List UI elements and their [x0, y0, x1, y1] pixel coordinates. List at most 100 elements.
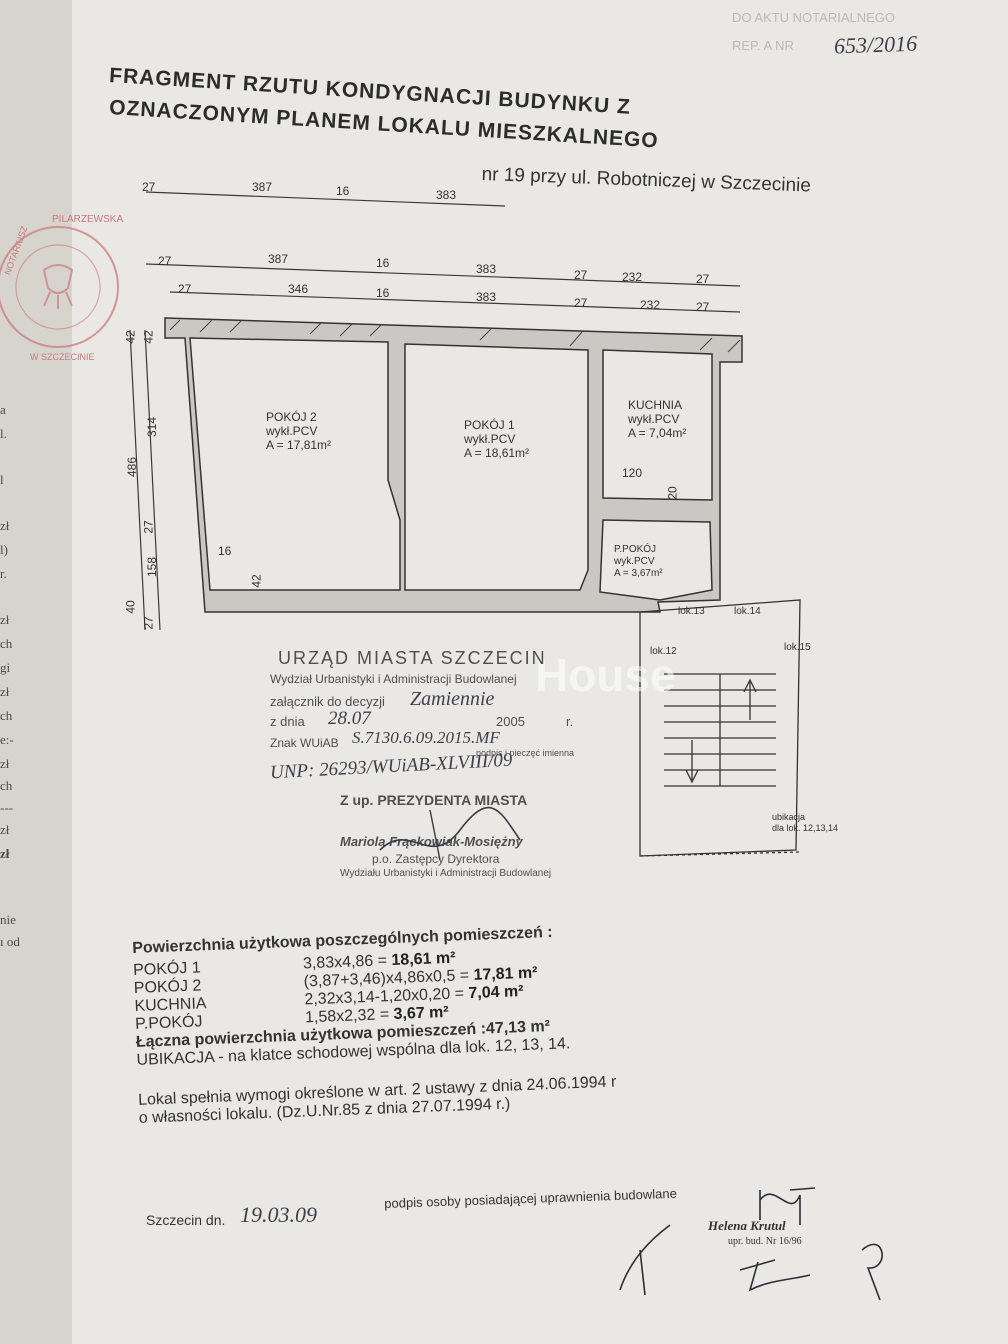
- wall-hatching: [169, 319, 741, 353]
- dim-label: 346: [288, 282, 309, 296]
- stair-down-arrow-icon: [685, 769, 699, 784]
- lok-label: lok.15: [784, 642, 811, 653]
- stamp-attachment-hand: Zamiennie: [410, 688, 495, 710]
- room-area: A = 18,61m²: [464, 446, 530, 460]
- dim-label: 314: [145, 416, 160, 438]
- dim-label: 27: [178, 282, 192, 296]
- lok-label: lok.12: [650, 646, 677, 657]
- margin-text: ch: [0, 708, 13, 723]
- signature-right: [861, 1243, 883, 1301]
- room-name: KUCHNIA: [628, 398, 683, 412]
- room-pokoj-1: POKÓJ 1 wykł.PCV A = 18,61m²: [464, 418, 529, 460]
- room-p-pokoj: P.POKÓJ wyk.PCV A = 3,67m²: [614, 544, 663, 580]
- stamp-department: Wydział Urbanistyki i Administracji Budo…: [270, 672, 517, 686]
- dim-label: 16: [336, 184, 350, 198]
- dimension-lines: [129, 191, 741, 631]
- dim-label: 27: [141, 616, 156, 630]
- dim-label: 16: [218, 544, 232, 558]
- signature-left: [619, 1224, 671, 1296]
- architect-signature: [759, 1187, 816, 1225]
- margin-text: l): [0, 542, 8, 557]
- room-name: P.POKÓJ: [614, 544, 657, 555]
- rep-number-label: REP. A NR: [732, 38, 794, 53]
- lok-label: lok.14: [734, 606, 761, 617]
- staircase: [639, 599, 801, 857]
- notarial-reference-label: DO AKTU NOTARIALNEGO: [732, 10, 896, 25]
- margin-text: zł: [0, 822, 10, 837]
- stamp-attachment-label: załącznik do decyzji: [270, 694, 385, 709]
- dim-label: 42: [141, 330, 156, 344]
- ubikacja-line1: ubikacja: [772, 812, 806, 822]
- architect-name: Helena Krutul: [708, 1218, 786, 1233]
- margin-text: ı od: [0, 934, 20, 949]
- watermark: House: [535, 649, 676, 701]
- margin-text: ch: [0, 778, 13, 793]
- dim-label: 486: [125, 456, 140, 478]
- dim-label: 232: [640, 298, 661, 312]
- room-name: POKÓJ 1: [464, 418, 515, 432]
- room-finish: wykł.PCV: [464, 432, 516, 446]
- dim-label: 27: [696, 300, 710, 314]
- ubikacja-line2: dla lok. 12,13,14: [772, 823, 839, 833]
- dim-label: 42: [249, 574, 264, 588]
- dim-label: 27: [696, 272, 710, 286]
- dim-label: 20: [665, 486, 680, 500]
- area-result: 3,67 m²: [393, 1003, 449, 1024]
- margin-text: zł: [0, 846, 10, 861]
- stair-up-arrow-icon: [743, 678, 757, 693]
- stamp-unit: Wydziału Urbanistyki i Administracji Bud…: [340, 868, 552, 879]
- area-formula: 3,83x4,86 =: [302, 952, 392, 973]
- signature-middle: [739, 1259, 811, 1292]
- area-result: 7,04 m²: [468, 983, 524, 1003]
- margin-text: l: [0, 472, 4, 487]
- margin-text: e:-: [0, 732, 14, 747]
- dim-label: 27: [141, 520, 156, 534]
- architect-permit: upr. bud. Nr 16/96: [728, 1236, 802, 1247]
- room-area: A = 7,04m²: [628, 426, 687, 440]
- eagle-emblem-icon: [42, 264, 74, 309]
- dim-label: 42: [123, 330, 138, 344]
- room-kuchnia: KUCHNIA wykł.PCV A = 7,04m²: [628, 398, 686, 440]
- dim-label: 27: [142, 180, 156, 194]
- dim-label: 27: [158, 254, 172, 268]
- room-finish: wykł.PCV: [266, 424, 318, 438]
- signatures: [619, 1187, 883, 1301]
- stamp-office: URZĄD MIASTA SZCZECIN: [278, 648, 547, 668]
- margin-text: ---: [0, 800, 13, 815]
- room-finish: wykł.PCV: [628, 412, 680, 426]
- dim-label: 387: [268, 252, 289, 266]
- room-pokoj-2: POKÓJ 2 wykł.PCV A = 17,81m²: [266, 410, 331, 452]
- stamp-sign-hand: S.7130.6.09.2015.MF: [352, 728, 500, 747]
- room-name: POKÓJ 2: [266, 410, 317, 424]
- notary-seal: PILARZEWSKA NOTARIUSZ W SZCZECINIE: [0, 214, 123, 362]
- margin-text: zł: [0, 684, 10, 699]
- margin-text: zł: [0, 756, 10, 771]
- margin-text: l.: [0, 426, 7, 441]
- dim-label: 27: [574, 296, 588, 310]
- stamp-role: p.o. Zastępcy Dyrektora: [372, 852, 500, 866]
- dim-label: 40: [123, 600, 138, 614]
- document-sheet: [72, 0, 1008, 1344]
- dim-label: 27: [574, 268, 588, 282]
- stamp-date-label: z dnia: [270, 714, 305, 729]
- room-area: A = 17,81m²: [266, 438, 332, 452]
- walls: [164, 317, 743, 613]
- areas-section: Powierzchnia użytkowa poszczególnych pom…: [132, 922, 617, 1128]
- stamp-authority: Z up. PREZYDENTA MIASTA: [340, 792, 528, 808]
- lok-label: lok.13: [678, 606, 705, 617]
- footer-date-hand: 19.03.09: [240, 1202, 317, 1227]
- official-signature: [379, 806, 521, 861]
- stamp-sign-note: podpis i pieczęć imienna: [476, 748, 575, 758]
- area-formula: 1,58x2,32 =: [304, 1006, 394, 1027]
- dim-label: 120: [622, 466, 643, 480]
- dim-label: 16: [376, 286, 390, 300]
- margin-text: r.: [0, 566, 7, 581]
- dim-label: 232: [622, 270, 643, 284]
- seal-text-top: PILARZEWSKA: [52, 214, 123, 225]
- dim-label: 16: [376, 256, 390, 270]
- stamp-date-year: 2005: [496, 714, 525, 729]
- dim-label: 383: [476, 262, 497, 276]
- margin-text: zł: [0, 518, 10, 533]
- margin-text: ch: [0, 636, 13, 651]
